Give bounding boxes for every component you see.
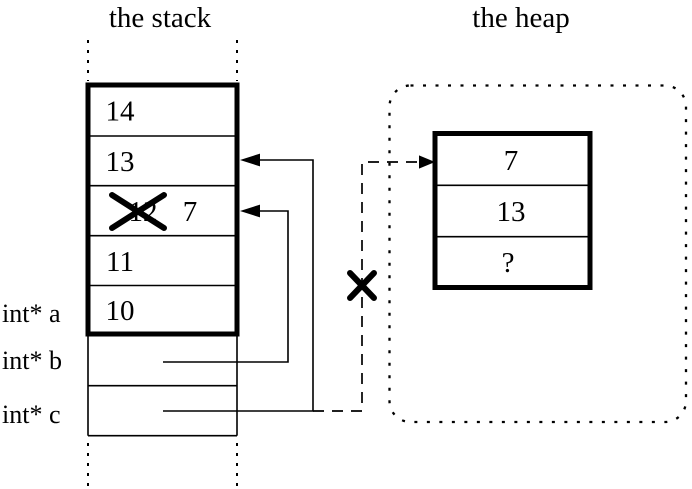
stack-cell-1-value: 13 [106, 146, 135, 178]
dangling-x-stroke [347, 270, 377, 301]
heap-object-box [432, 131, 593, 290]
pointer-label-b: int* b [2, 346, 62, 375]
heap-region-dotted-border [388, 84, 688, 424]
stack-frame-box [85, 82, 240, 337]
stack-title: the stack [109, 2, 212, 34]
dangling-pointer-arrowhead-icon [419, 155, 435, 169]
stack-cell-4-value: 10 [106, 295, 135, 327]
pointer-b-line [163, 210, 289, 363]
heap-cell-1-value: 13 [497, 196, 526, 228]
stack-dotted-guides [87, 40, 238, 488]
pointer-c-arrowhead-icon [240, 153, 260, 167]
stack-cell-3-value: 11 [106, 246, 134, 278]
heap-title: the heap [472, 2, 569, 34]
stack-cell-2-new-value: 7 [183, 196, 198, 228]
dangling-pointer-x-icon [347, 270, 377, 301]
heap-cell-0-value: 7 [504, 145, 519, 177]
pointer-label-c: int* c [2, 400, 61, 429]
heap-row-separators [437, 184, 588, 238]
stack-pointer-cells [87, 336, 238, 437]
cross-out-icon [109, 192, 167, 231]
stack-row-separators [90, 135, 235, 287]
pointer-b-arrowhead-icon [240, 204, 260, 218]
pointer-c-line [163, 159, 314, 412]
stack-cell-0-value: 14 [106, 96, 136, 128]
cross-out-stroke [109, 192, 167, 231]
pointer-label-a: int* a [2, 299, 61, 328]
heap-cell-2-value: ? [502, 247, 515, 279]
